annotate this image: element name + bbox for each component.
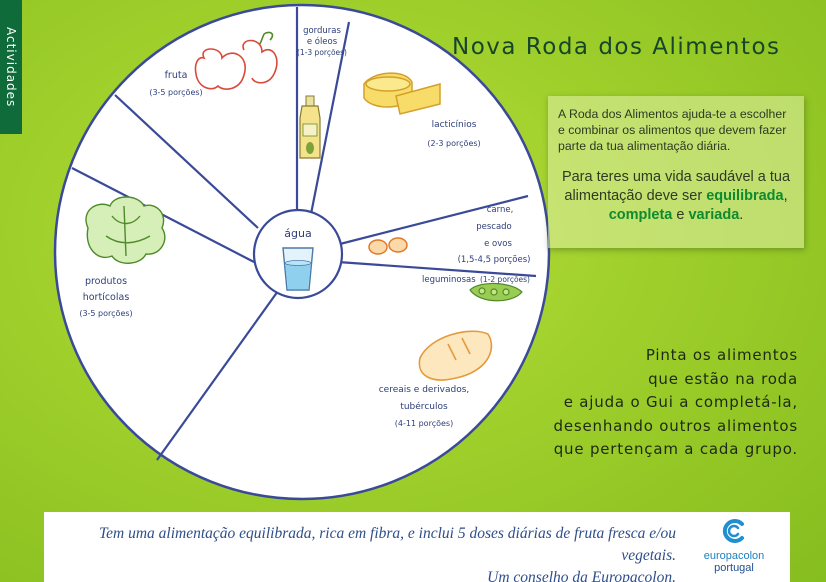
footer-band: Tem uma alimentação equilibrada, rica em…: [44, 512, 790, 582]
segment-label-line: lacticínios: [432, 120, 477, 130]
page-title: Nova Roda dos Alimentos: [452, 34, 781, 60]
segment-label-line: cereais e derivados,: [379, 385, 470, 395]
instruction-line: que pertençam a cada grupo.: [553, 440, 798, 458]
instruction-line: que estão na roda: [648, 369, 798, 388]
activity-instructions: Pinta os alimentos que estão na roda e a…: [528, 344, 798, 462]
segment-portions: (3-5 porções): [149, 88, 202, 97]
segment-label-line: carne,: [487, 205, 514, 215]
side-tab-label: Actividades: [4, 26, 18, 108]
info-text: A Roda dos Alimentos ajuda-te a escolher…: [558, 107, 787, 153]
logo-mark-icon: [722, 519, 744, 543]
sentence-end: .: [739, 207, 744, 223]
segment-gorduras: gorduras e óleos (1-3 porções): [297, 26, 347, 57]
segment-label-line: hortícolas: [83, 292, 130, 303]
bread-icon: [418, 330, 493, 381]
footer-line-1: Tem uma alimentação equilibrada, rica em…: [98, 525, 676, 564]
divider-3: [335, 194, 529, 247]
footer-line-2: Um conselho da Europacolon.: [487, 569, 676, 582]
sep-1: ,: [783, 188, 788, 204]
food-wheel: água: [53, 3, 551, 501]
info-box: A Roda dos Alimentos ajuda-te a escolher…: [548, 96, 804, 248]
lettuce-icon: [85, 196, 166, 264]
oil-bottle-icon: [299, 95, 321, 159]
segment-label-line: gorduras: [303, 26, 341, 36]
segment-label-line: produtos: [85, 276, 127, 287]
instruction-line: desenhando outros alimentos: [553, 416, 798, 435]
segment-label-line: pescado: [476, 222, 512, 232]
segment-portions: (1-3 porções): [297, 48, 347, 57]
segment-portions: (1,5-4,5 porções): [458, 255, 531, 265]
cheese-icon: [363, 72, 441, 115]
segment-carne: carne, pescado e ovos (1,5-4,5 porções): [458, 205, 531, 265]
segment-label-line: e ovos: [484, 239, 512, 249]
segment-lacticinios: lacticínios (2-3 porções): [427, 120, 480, 148]
segment-label-line: leguminosas: [422, 275, 476, 285]
beans-icon: [469, 282, 523, 302]
word-completa: completa: [608, 207, 673, 223]
footer-advice: Tem uma alimentação equilibrada, rica em…: [44, 523, 676, 582]
center-label: água: [284, 227, 311, 240]
healthy-message: Para teres uma vida saudável a tua alime…: [558, 168, 794, 225]
segment-leguminosas: leguminosas (1-2 porções): [422, 275, 530, 285]
apple-icon: [194, 31, 278, 90]
segment-cereais: cereais e derivados, tubérculos (4-11 po…: [379, 385, 470, 428]
eggs-icon: [368, 237, 408, 255]
segment-fruta: fruta (3-5 porções): [149, 70, 202, 97]
logo-sub: portugal: [714, 562, 754, 574]
sep-2: e: [672, 207, 689, 223]
segment-label-line: tubérculos: [400, 401, 448, 412]
divider-4: [337, 260, 537, 278]
segment-portions: (1-2 porções): [480, 275, 530, 284]
segment-label-line: e óleos: [307, 36, 338, 47]
segment-portions: (4-11 porções): [395, 419, 453, 428]
segment-horticolas: produtos hortícolas (3-5 porções): [79, 276, 132, 318]
segment-label-line: fruta: [165, 70, 188, 81]
segment-portions: (3-5 porções): [79, 309, 132, 318]
instruction-line: e ajuda o Gui a completá-la,: [563, 393, 798, 411]
instruction-line: Pinta os alimentos: [645, 346, 798, 364]
divider-5: [156, 290, 279, 461]
divider-2: [309, 21, 351, 215]
europacolon-logo: europacolon portugal: [692, 518, 776, 578]
water-glass-icon: [282, 247, 314, 291]
word-equilibrada: equilibrada: [706, 188, 784, 204]
logo-name: europacolon: [703, 550, 765, 562]
divider-7: [114, 94, 259, 229]
healthy-prefix: Para teres uma vida saudável a tua alime…: [561, 169, 791, 204]
side-tab-activities: Actividades: [0, 0, 22, 134]
word-variada: variada: [688, 207, 740, 223]
segment-portions: (2-3 porções): [427, 139, 480, 148]
